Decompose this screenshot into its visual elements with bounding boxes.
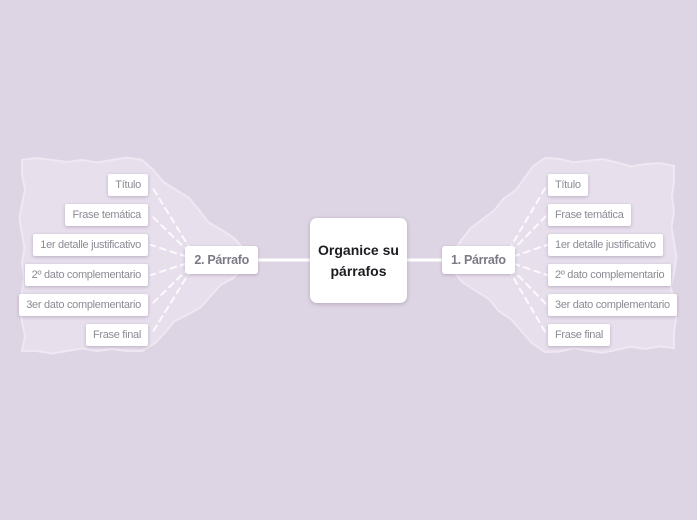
node-paragraph-1[interactable]: 1. Párrafo	[442, 246, 515, 274]
node-2-frase-final[interactable]: Frase final	[85, 324, 148, 346]
connector-right-child-4	[502, 259, 548, 276]
node-2-dato-complementario-2[interactable]: 2º dato complementario	[24, 264, 148, 286]
node-1-dato-complementario-3[interactable]: 3er dato complementario	[548, 294, 677, 316]
node-1-frase-final[interactable]: Frase final	[548, 324, 611, 346]
connector-right-child-3	[502, 244, 548, 261]
connector-left-child-3	[150, 244, 198, 261]
node-2-titulo[interactable]: Título	[108, 174, 148, 196]
node-root-topic[interactable]: Organice su párrafos	[310, 218, 407, 303]
node-1-titulo[interactable]: Título	[548, 174, 588, 196]
node-paragraph-2[interactable]: 2. Párrafo	[185, 246, 258, 274]
node-1-detalle-justificativo[interactable]: 1er detalle justificativo	[548, 234, 663, 256]
node-2-detalle-justificativo[interactable]: 1er detalle justificativo	[33, 234, 148, 256]
node-1-frase-tematica[interactable]: Frase temática	[548, 204, 631, 226]
node-2-dato-complementario-3[interactable]: 3er dato complementario	[19, 294, 148, 316]
node-1-dato-complementario-2[interactable]: 2º dato complementario	[548, 264, 672, 286]
connector-left-child-4	[150, 259, 198, 276]
node-2-frase-tematica[interactable]: Frase temática	[65, 204, 148, 226]
